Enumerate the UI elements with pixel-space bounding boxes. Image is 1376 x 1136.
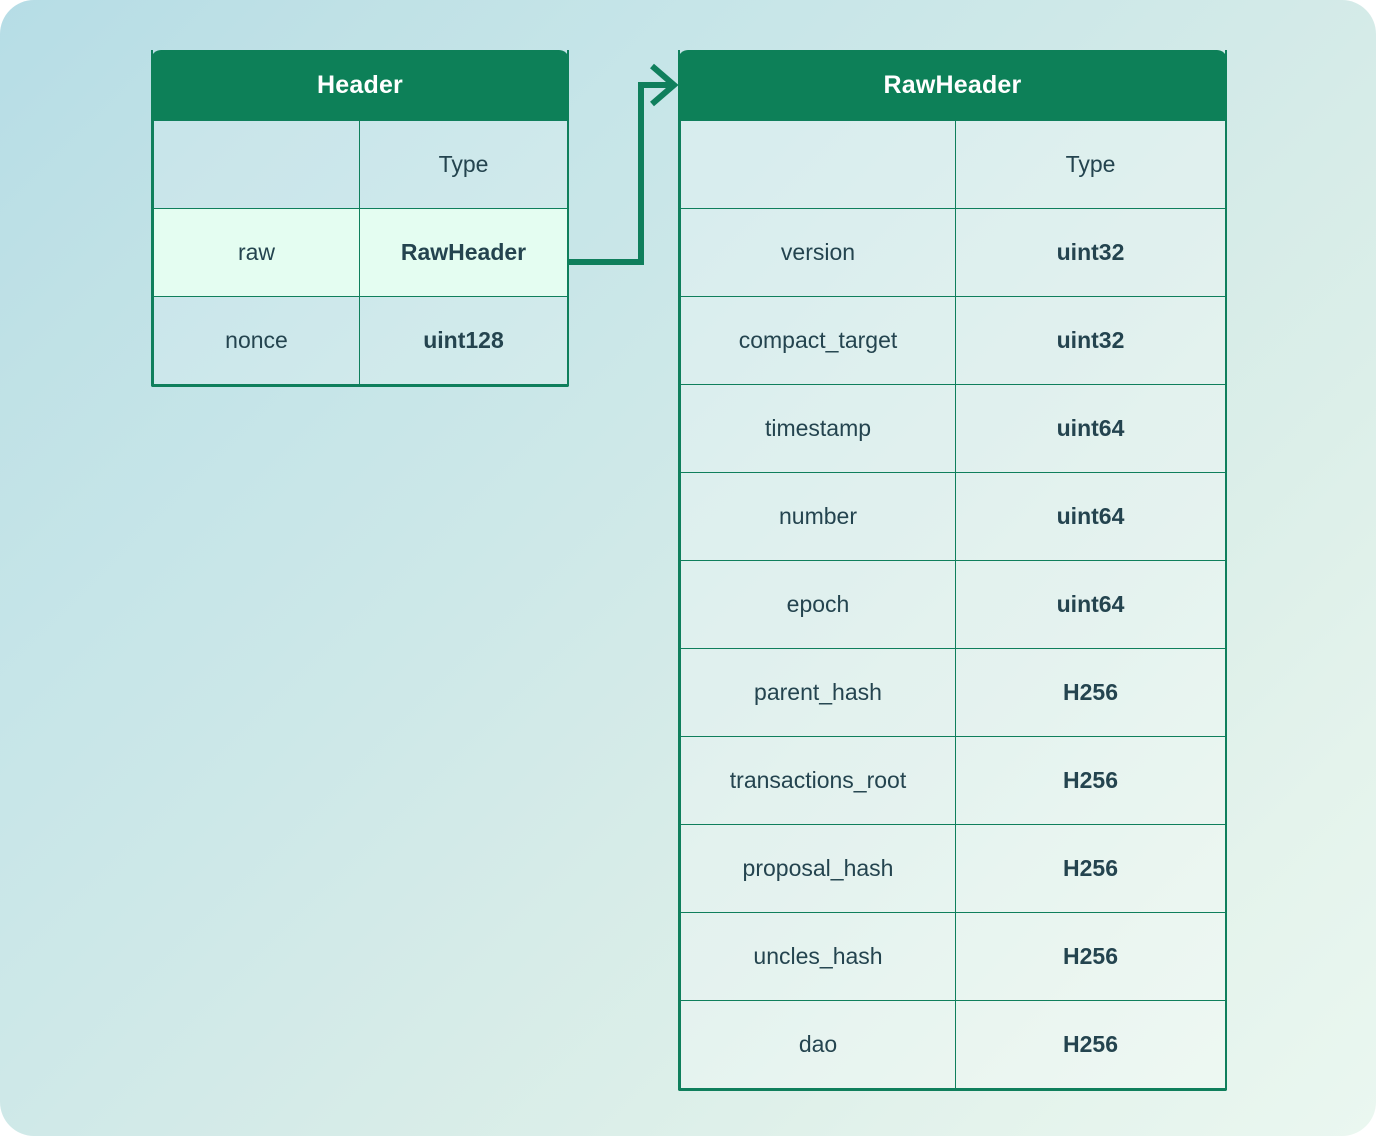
table-row[interactable]: timestamp uint64: [680, 384, 1226, 473]
field-name: epoch: [680, 560, 956, 649]
table-row[interactable]: transactions_root H256: [680, 736, 1226, 825]
table-row[interactable]: uncles_hash H256: [680, 912, 1226, 1001]
field-type: uint64: [955, 384, 1226, 473]
field-name: proposal_hash: [680, 824, 956, 913]
field-name: compact_target: [680, 296, 956, 385]
table-row[interactable]: proposal_hash H256: [680, 824, 1226, 913]
field-type: H256: [955, 648, 1226, 737]
field-type: H256: [955, 824, 1226, 913]
entity-rawheader-title: RawHeader: [678, 50, 1227, 120]
field-type: H256: [955, 1000, 1226, 1089]
field-name: parent_hash: [680, 648, 956, 737]
field-name: transactions_root: [680, 736, 956, 825]
field-name: timestamp: [680, 384, 956, 473]
entity-rawheader-grid: Type version uint32 compact_target uint3…: [680, 120, 1226, 1089]
table-row[interactable]: epoch uint64: [680, 560, 1226, 649]
entity-rawheader[interactable]: RawHeader Type version uint32 compact_ta…: [678, 50, 1227, 1091]
table-row[interactable]: number uint64: [680, 472, 1226, 561]
field-type: uint64: [955, 560, 1226, 649]
table-header-row: Type: [153, 120, 568, 209]
field-type: uint64: [955, 472, 1226, 561]
table-header-row: Type: [680, 120, 1226, 209]
field-type: RawHeader: [359, 208, 568, 297]
field-name: nonce: [153, 296, 360, 385]
column-header-name: [680, 120, 956, 209]
entity-header-grid: Type raw RawHeader nonce uint128: [153, 120, 568, 385]
table-row[interactable]: compact_target uint32: [680, 296, 1226, 385]
table-row[interactable]: parent_hash H256: [680, 648, 1226, 737]
field-name: dao: [680, 1000, 956, 1089]
table-row[interactable]: dao H256: [680, 1000, 1226, 1089]
field-name: uncles_hash: [680, 912, 956, 1001]
column-header-type: Type: [359, 120, 568, 209]
field-type: H256: [955, 912, 1226, 1001]
field-type: H256: [955, 736, 1226, 825]
field-type: uint128: [359, 296, 568, 385]
field-type: uint32: [955, 208, 1226, 297]
field-type: uint32: [955, 296, 1226, 385]
column-header-type: Type: [955, 120, 1226, 209]
arrowhead-icon: [650, 63, 679, 107]
entity-header[interactable]: Header Type raw RawHeader nonce uint128: [151, 50, 569, 387]
table-row[interactable]: raw RawHeader: [153, 208, 568, 297]
field-name: raw: [153, 208, 360, 297]
table-row[interactable]: nonce uint128: [153, 296, 568, 385]
field-name: version: [680, 208, 956, 297]
entity-header-title: Header: [151, 50, 569, 120]
column-header-name: [153, 120, 360, 209]
connector-line: [567, 82, 671, 265]
field-name: number: [680, 472, 956, 561]
table-row[interactable]: version uint32: [680, 208, 1226, 297]
